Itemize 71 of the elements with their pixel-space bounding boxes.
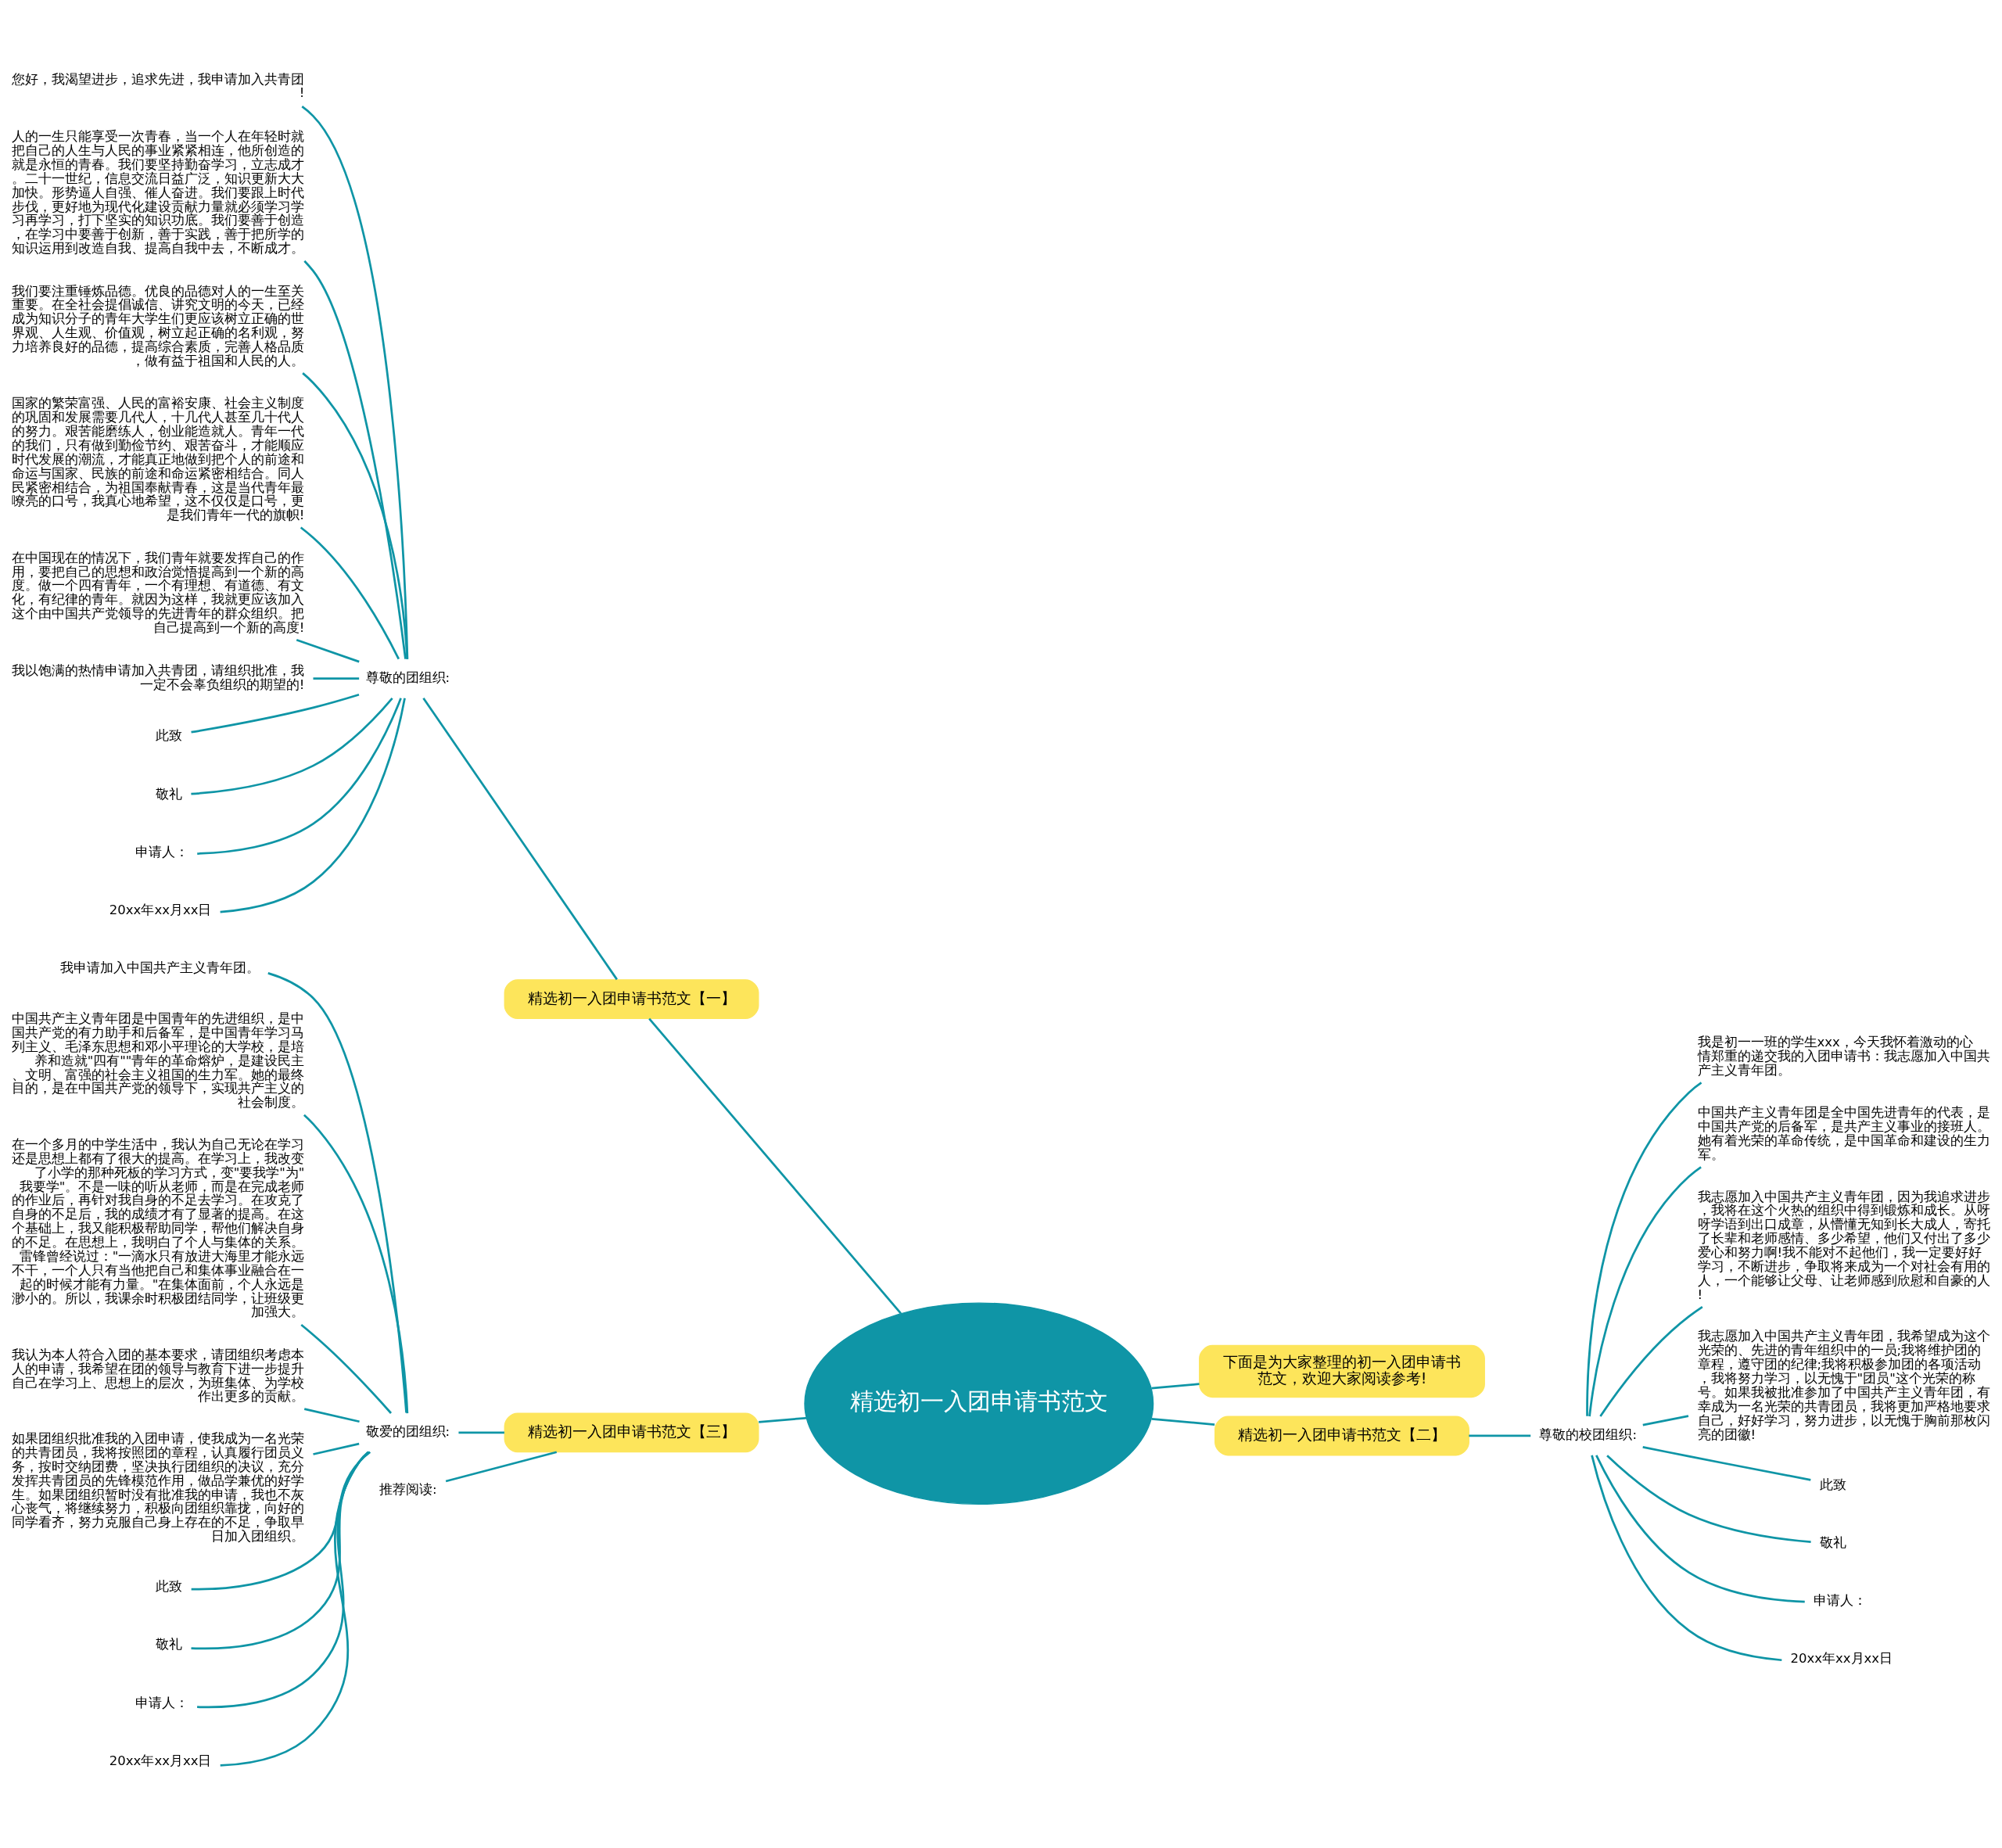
node-text: 我志愿加入中国共产主义青年团，因为我追求进步，我将在这个火热的组织中得到锻炼和成长。从呀呀学语到出口成章，从懵懂无知到长大成人，寄托了长辈和老师感情、多少希望，他们又付出了多少爱心和努力啊!我不能对不起他们，我一定要好好学习，不断进步，争取将来成为一个对社会有用的人，一个能够让父母、让老师感到欣慰和自豪的人!: [1697, 1189, 1990, 1302]
connector: [1591, 1454, 1782, 1661]
connector: [191, 1451, 370, 1649]
connector: [759, 1416, 807, 1423]
node-text: 敬爱的团组织:: [365, 1423, 450, 1439]
node-text: 中国共产主义青年团是中国青年的先进组织，是中国共产党的有力助手和后备军，是中国青年学习马列主义、毛泽东思想和邓小平理论的大学校，是培养和造就"四有""青年的革命熔炉，是建设民主、文明、富强的社会主义祖国的生力军。她的最终目的，是在中国共产党的领导下，实现共产主义的社会制度。: [12, 1010, 305, 1110]
node-box: 精选初一入团申请书范文【二】: [1214, 1416, 1469, 1455]
connector: [1595, 1454, 1805, 1603]
node-text: 我认为本人符合入团的基本要求，请团组织考虑本人的申请，我希望在团的领导与教育下进一步提升自己在学习上、思想上的层次，为班集体、为学校作出更多的贡献。: [12, 1347, 305, 1404]
node-text: 20xx年xx月xx日: [109, 902, 212, 917]
node-text: 国家的繁荣富强、人民的富裕安康、社会主义制度的巩固和发展需要几代人，十几代人甚至几十代人的努力。艰苦能磨练人，创业能造就人。青年一代的我们，只有做到勤俭节约、艰苦奋斗，才能顺应时代发展的潮流，才能真正地做到把个人的前途和命运与国家、民族的前途和命运紧密相结合。同人民紧密相结合，为祖国奉献青春，这是当代青年最嘹亮的口号，我真心地希望，这不仅仅是口号，更是我们青年一代的旗帜!: [12, 395, 305, 522]
node-text: 如果团组织批准我的入团申请，使我成为一名光荣的共青团员，我将按照团的章程，认真履行团员义务，按时交纳团费，坚决执行团组织的决议，充分发挥共青团员的先锋模范作用，做品学兼优的好学生。如果团组织暂时没有批准我的申请，我也不灰心丧气，将继续努力，积极向团组织靠拢，向好的同学看齐，努力克服自己身上存在的不足，争取早日加入团组织。: [12, 1430, 305, 1544]
node-text: 我申请加入中国共产主义青年团。: [59, 960, 260, 975]
node-text: 申请人：: [135, 844, 188, 859]
connector: [197, 697, 402, 855]
connector: [458, 1431, 504, 1434]
connector: [303, 1407, 360, 1423]
node-text: 在中国现在的情况下，我们青年就要发挥自己的作用，要把自己的思想和政治觉悟提高到一个新的高度。做一个四有青年，一个有理想、有道德、有文化，有纪律的青年。就因为这样，我就更应该加入这个由中国共产党领导的先进青年的群众组织。把自己提高到一个新的高度!: [12, 550, 305, 635]
node-text: 申请人：: [135, 1695, 188, 1710]
node-text: 20xx年xx月xx日: [109, 1753, 212, 1768]
node-text: 我们要注重锤炼品德。优良的品德对人的一生至关重要。在全社会提倡诚信、讲究文明的今天，已经成为知识分子的青年大学生们更应该树立正确的世界观、人生观、价值观，树立起正确的名利观，努力培养良好的品德，提高综合素质，完善人格品质，做有益于祖国和人民的人。: [12, 283, 305, 368]
connector: [1599, 1305, 1703, 1417]
connector: [300, 1323, 392, 1414]
node-text: 敬礼: [156, 786, 183, 802]
connector: [445, 1450, 558, 1482]
node-text: 尊敬的校团组织:: [1539, 1426, 1637, 1442]
connector: [191, 1451, 371, 1591]
node-text: 您好，我渴望进步，追求先进，我申请加入共青团!: [12, 71, 305, 100]
node-text: 我是初一一班的学生xxx，今天我怀着激动的心情郑重的递交我的入团申请书：我志愿加入中国共产主义青年团。: [1697, 1034, 1990, 1078]
connector: [220, 1451, 369, 1767]
node-text: 尊敬的团组织:: [365, 669, 450, 685]
connector: [313, 676, 360, 680]
node-box: 精选初一入团申请书范文【三】: [504, 1412, 759, 1452]
connector: [191, 697, 393, 795]
connector: [1642, 1414, 1689, 1426]
node-text: 20xx年xx月xx日: [1790, 1650, 1893, 1666]
connector: [1642, 1445, 1811, 1481]
node-text: 此致: [156, 727, 183, 743]
connector: [296, 638, 360, 662]
node-text: 在一个多月的中学生活中，我认为自己无论在学习还是思想上都有了很大的提高。在学习上，我改变了小学的那种死板的学习方式，变"要我学"为"我要学"。不是一味的听从老师，而是在完成老师的作业后，再针对我自身的不足去学习。在攻克了自身的不足后，我的成绩才有了显著的提高。在这个基础上，我又能积极帮助同学，帮他们解决自身的不足。在思想上，我明白了个人与集体的关系。雷锋曾经说过："一滴水只有放进大海里才能永远不干，一个人只有当他把自己和集体事业融合在一起的时候才能有力量。"在集体面前，个人永远是渺小的。所以，我课余时积极团结同学，让班级更加强大。: [12, 1136, 305, 1319]
node-box: 下面是为大家整理的初一入团申请书范文，欢迎大家阅读参考!: [1199, 1344, 1485, 1398]
connector: [301, 105, 409, 659]
node-box: 精选初一入团申请书范文【一】: [504, 978, 759, 1019]
connector: [1606, 1454, 1811, 1543]
connector: [1151, 1417, 1215, 1426]
connector: [303, 1114, 409, 1413]
connector: [267, 971, 407, 1413]
node-text: 我以饱满的热情申请加入共青团，请组织批准，我一定不会辜负组织的期望的!: [12, 662, 305, 692]
connector: [220, 698, 406, 913]
connector: [1469, 1434, 1531, 1437]
node-text: 敬礼: [1819, 1534, 1846, 1550]
connector: [1586, 1081, 1702, 1416]
node-text: 我志愿加入中国共产主义青年团，我希望成为这个光荣的、先进的青年组织中的一员;我将维护团的章程，遵守团的纪律;我将积极参加团的各项活动，我将努力学习，以无愧于"团员"这个光荣的称号。如果我被批准参加了中国共产主义青年团，有幸成为一名光荣的共青团员，我将更加严格地要求自己，好好学习，努力进步，以无愧于胸前那枚闪亮的团徽!: [1697, 1328, 1990, 1442]
connector: [1151, 1382, 1200, 1389]
node-text: 人的一生只能享受一次青春，当一个人在年轻时就把自己的人生与人民的事业紧紧相连，他所创造的就是永恒的青春。我们要坚持勤奋学习，立志成才。二十一世纪，信息交流日益广泛，知识更新大大加快。形势逼人自强、催人奋进。我们要跟上时代步伐，更好地为现代化建设贡献力量就必须学习学习再学习，打下坚实的知识功底。我们要善于创造，在学习中要善于创新，善于实践，善于把所学的知识运用到改造自我、提高自我中去，不断成才。: [12, 128, 305, 256]
connector: [197, 1451, 369, 1708]
node-ellipse: 精选初一入团申请书范文: [804, 1301, 1154, 1505]
node-text: 中国共产主义青年团是全中国先进青年的代表，是中国共产党的后备军，是共产主义事业的接班人。她有着光荣的革命传统，是中国革命和建设的生力军。: [1697, 1104, 1990, 1162]
node-text: 此致: [1819, 1477, 1846, 1492]
connector: [422, 697, 618, 980]
node-text: 敬礼: [156, 1636, 183, 1652]
connector: [302, 371, 409, 659]
node-text: 推荐阅读:: [379, 1481, 437, 1497]
connector: [1588, 1165, 1702, 1416]
node-text: 此致: [156, 1578, 183, 1594]
connector: [300, 526, 400, 659]
node-text: 申请人：: [1814, 1592, 1867, 1608]
connector: [303, 260, 407, 659]
connector: [313, 1442, 360, 1455]
connector: [191, 693, 360, 734]
connector: [648, 1017, 902, 1314]
